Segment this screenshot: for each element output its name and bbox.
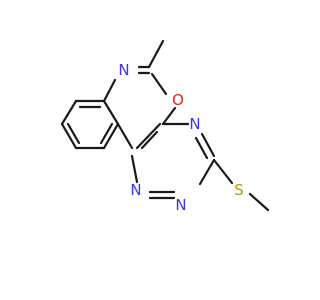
atom-n-triazine-left: N [130,181,141,199]
bond-c11a-c11b [116,122,134,150]
bond-c3-s [212,158,234,185]
bond-benz-2 [102,122,120,150]
atom-n-triazine-top: N [189,115,200,133]
atom-n-triazine-bottom: N [175,196,186,214]
bond-c4a-c11b [135,122,162,150]
bond-benz-1 [102,99,120,126]
bonds [60,39,270,212]
bond-n7-c7a [102,78,117,103]
bond-c6-o [150,72,168,96]
molecule-canvas: N O N N N S [60,39,270,214]
bond-benz-inner-3 [99,122,114,145]
atom-labels: N O N N N S [118,61,243,214]
atom-s-thioether: S [234,181,244,199]
bond-o-c4a [161,106,177,126]
bond-n1-c11b [130,154,139,184]
bond-c3-n2 [198,158,216,186]
bond-benz-inner-2 [66,122,81,145]
atom-o-ring: O [172,91,184,109]
bond-s-methyl [248,192,270,212]
molecule-structure: N O N N N S [60,39,270,214]
bond-methyl-c6 [147,39,165,69]
bond-c4a-c11b-double [140,130,159,150]
bond-benz-5 [60,99,78,126]
bond-n4-c3-double [194,136,209,160]
bond-n4-c3 [200,132,216,158]
atom-n-imine: N [118,61,129,79]
bond-benz-4 [60,122,78,150]
